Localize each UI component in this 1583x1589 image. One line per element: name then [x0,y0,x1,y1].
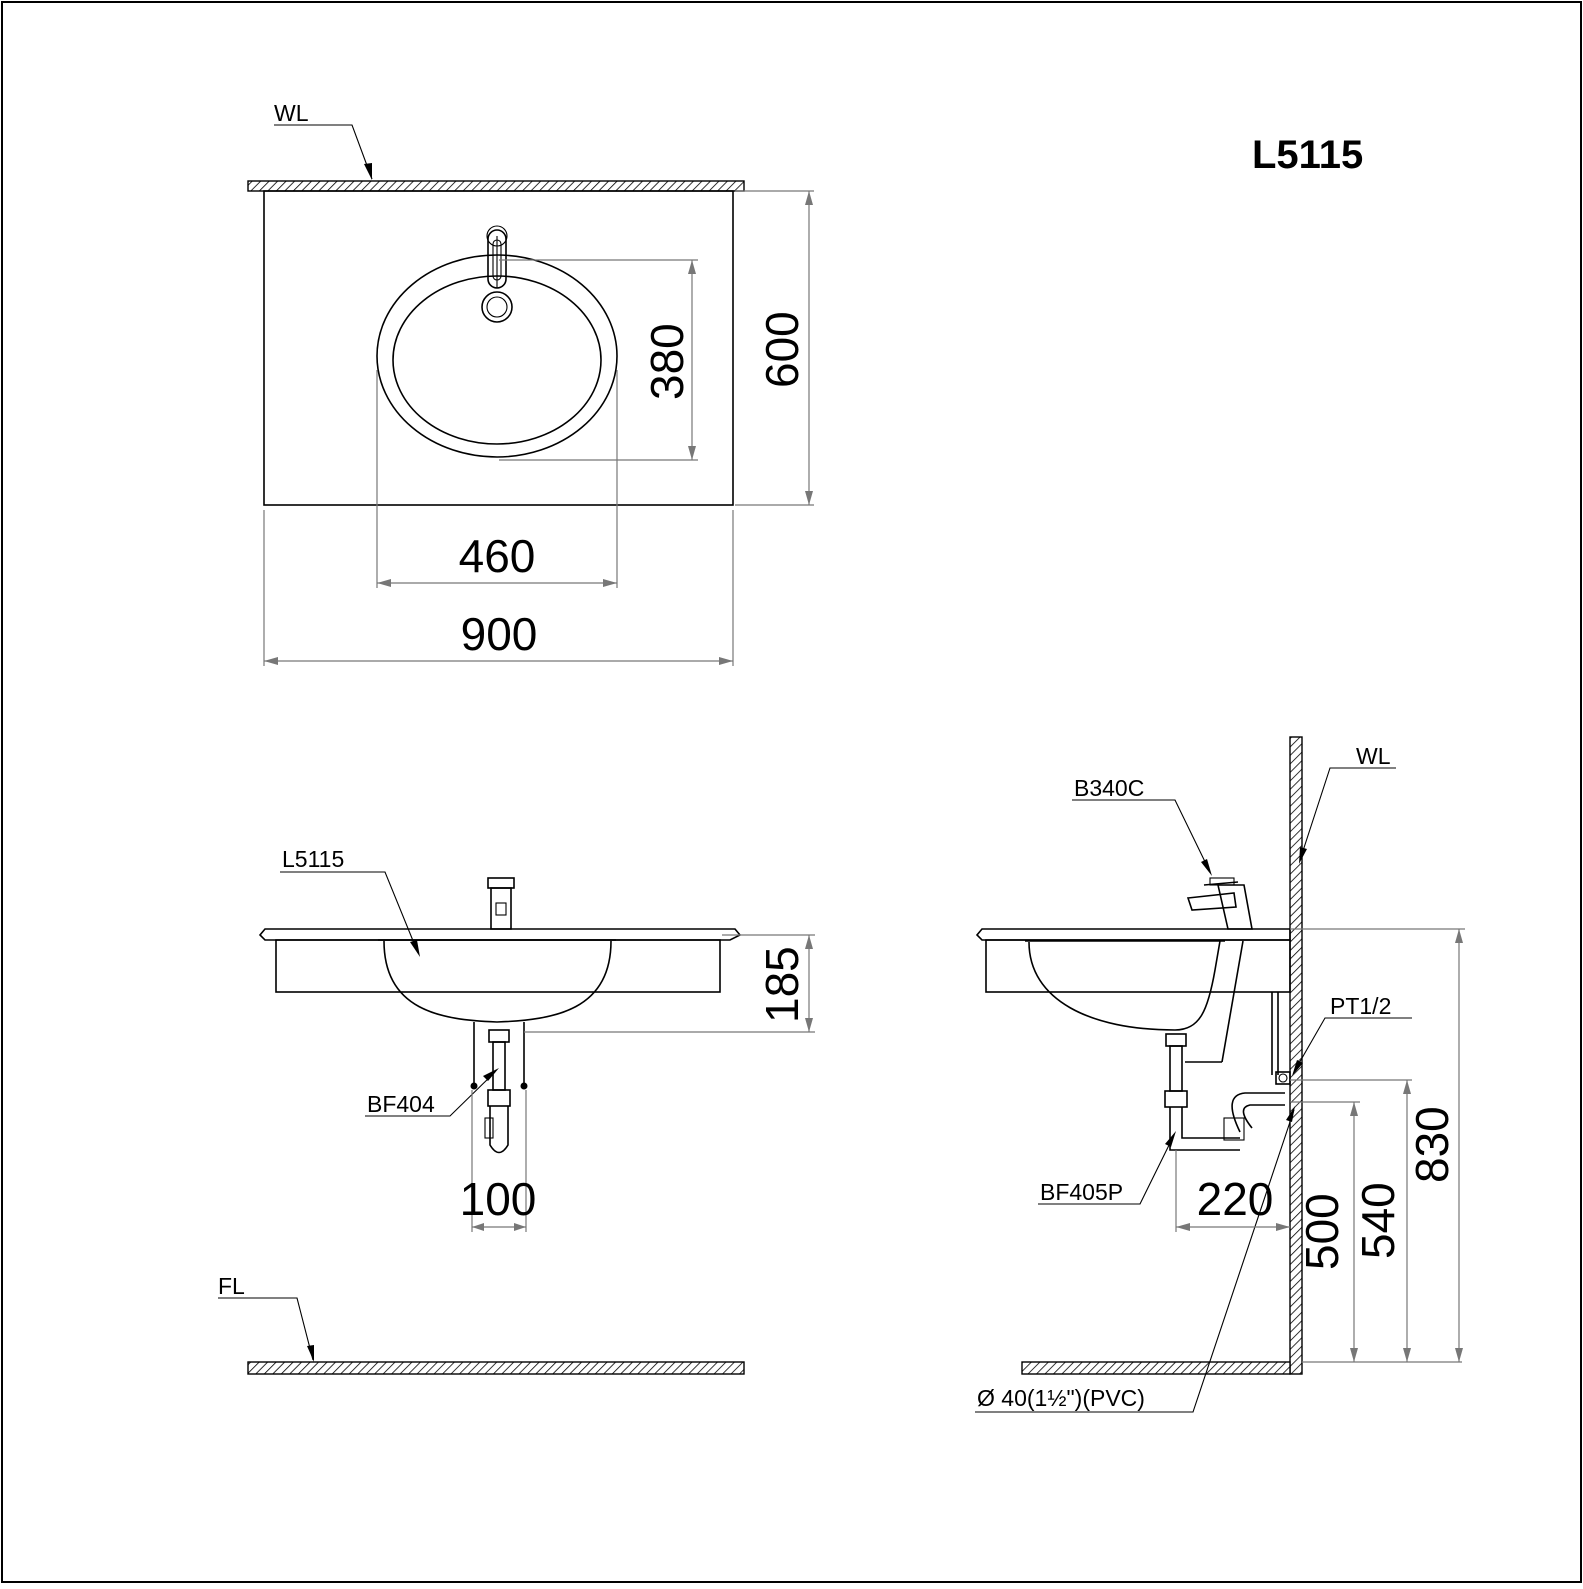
side-countertop [975,928,1291,941]
front-basin-bowl [383,940,612,1023]
drain-label-front: BF404 [367,1091,435,1117]
dim-bowl-width: 460 [459,530,536,582]
drain-ring-outer [481,291,513,323]
wall-hatch-side [1289,736,1303,1375]
side-view: WL B340C PT1/2 BF405P Ø 40(1½")(PVC) 220… [975,736,1465,1413]
drain-ring-inner [486,296,508,318]
side-faucet-b340c [1186,877,1253,930]
wall-label-top: WL [274,100,309,126]
dim-height: 185 [756,946,808,1023]
wall-leader-top [274,124,373,180]
side-apron [985,939,1291,993]
dim-top-height: 830 [1406,1106,1458,1183]
valve-label: PT1/2 [1330,993,1391,1019]
floor-label: FL [218,1273,245,1299]
basin-label-front: L5115 [282,846,344,872]
front-faucet [487,877,515,930]
wall-leader-arrow-top [364,163,372,180]
wall-label-side: WL [1356,743,1391,769]
side-basin-bowl [1028,940,1221,1031]
top-view: WL 380 600 460 [247,100,814,666]
faucet-label: B340C [1074,775,1144,801]
pipe-label: Ø 40(1½")(PVC) [977,1385,1145,1411]
dim-drain-width: 100 [460,1173,537,1225]
faucet-top-view [486,225,508,289]
dim-width: 900 [461,608,538,660]
front-drain-bf404 [484,1029,511,1154]
dim-valve-height: 540 [1352,1182,1404,1259]
side-trap-bf405p [1164,1033,1285,1151]
floor-hatch-side [1021,1361,1291,1375]
floor-hatch-front [247,1361,745,1375]
front-countertop [258,928,742,941]
model-title: L5115 [1252,133,1363,177]
dim-trap-offset: 220 [1197,1173,1274,1225]
dim-outlet-height: 500 [1296,1193,1348,1270]
dim-depth: 600 [756,311,808,388]
wall-hatch-top [247,180,745,192]
front-view: L5115 BF404 185 100 FL [218,846,815,1375]
front-apron [275,939,721,993]
trap-label: BF405P [1040,1179,1123,1205]
basin-inner-bowl [392,275,602,445]
countertop-outline [263,190,734,506]
dim-bowl-depth: 380 [641,323,693,400]
